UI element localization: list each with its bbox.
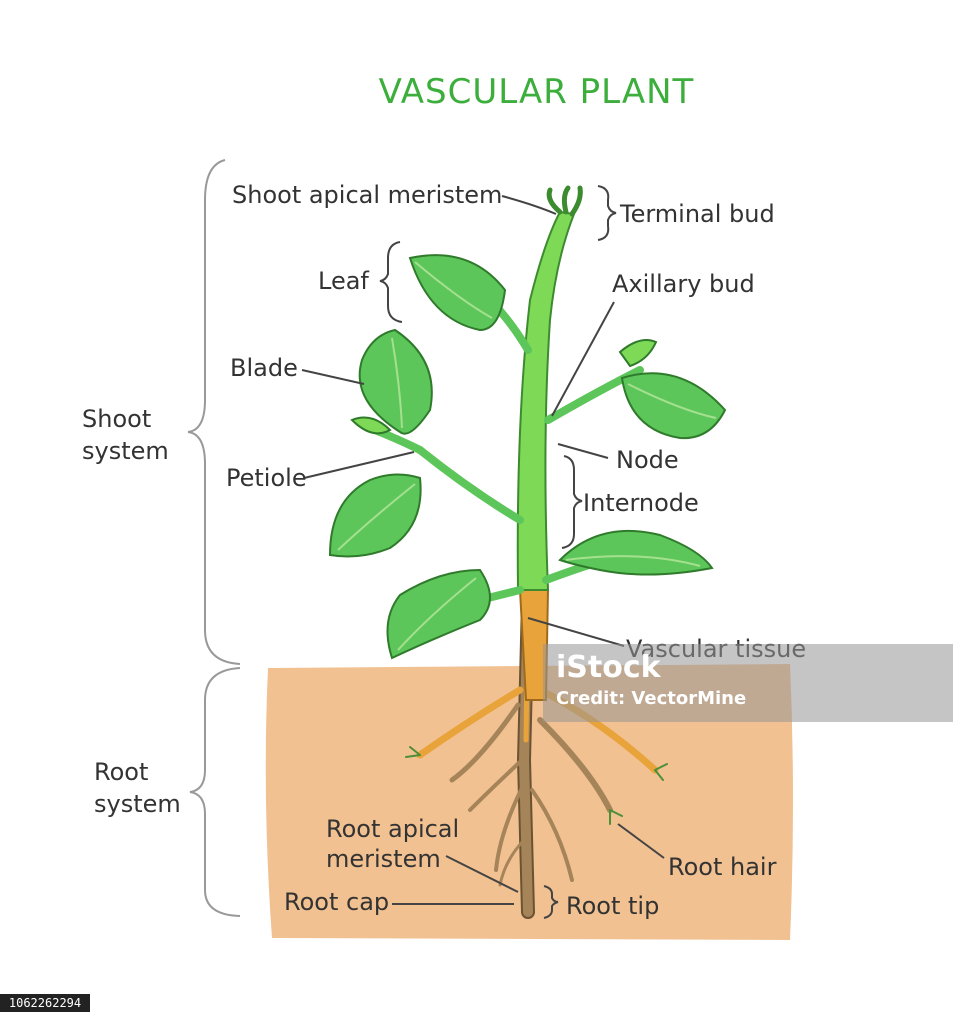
pointer-petiole: [303, 451, 415, 479]
terminal-bud-drawing: [546, 185, 583, 217]
leaf-bracket: [379, 241, 403, 323]
label-root-system: Root system: [94, 758, 181, 818]
pointer-blade: [301, 369, 365, 385]
diagram-title: VASCULAR PLANT: [378, 72, 695, 112]
pointer-lines: [301, 195, 665, 905]
small-brackets: [379, 185, 617, 919]
leaf-top: [408, 254, 507, 332]
label-root-tip: Root tip: [566, 892, 660, 920]
label-root-hair: Root hair: [668, 853, 777, 881]
terminal-bud-bracket: [597, 185, 617, 241]
label-root-cap: Root cap: [284, 888, 390, 916]
leaf-small-bud: [618, 339, 658, 368]
pointer-root-apical-meristem: [445, 855, 519, 893]
leaf-small-left: [350, 416, 392, 435]
pointer-axillary-bud: [551, 301, 615, 417]
pointer-node: [557, 443, 609, 459]
label-axillary-bud: Axillary bud: [612, 270, 755, 298]
stock-id: 1062262294: [0, 994, 90, 1012]
label-blade: Blade: [230, 354, 298, 382]
watermark-logo: iStock: [556, 650, 661, 685]
leaf-right: [620, 372, 727, 440]
label-leaf: Leaf: [318, 267, 369, 295]
brackets: [187, 159, 241, 917]
label-terminal-bud: Terminal bud: [620, 200, 775, 228]
leaves: [328, 254, 727, 660]
leaf-blade: [358, 328, 433, 435]
label-shoot-apical-meristem: Shoot apical meristem: [232, 181, 503, 209]
pointer-root-hair: [617, 823, 665, 859]
label-node: Node: [616, 446, 679, 474]
label-root-apical-meristem: Root apical meristem: [326, 815, 460, 873]
watermark-credit: Credit: VectorMine: [556, 688, 747, 709]
label-petiole: Petiole: [226, 464, 307, 492]
leaf-lower-right: [558, 529, 714, 576]
main-stem: [516, 210, 576, 591]
watermark-band: [543, 644, 953, 722]
root-system-bracket: [189, 667, 241, 917]
label-shoot-system: Shoot system: [82, 405, 169, 465]
root-tip-bracket: [543, 885, 559, 919]
label-internode: Internode: [583, 489, 699, 517]
internode-bracket: [561, 455, 583, 549]
pointer-shoot-apical-meristem: [501, 195, 557, 215]
shoot-system-bracket: [187, 159, 241, 665]
root-system-drawing: [405, 593, 668, 919]
leaf-bottom-left: [386, 568, 491, 660]
pointer-vascular-tissue: [527, 617, 625, 647]
